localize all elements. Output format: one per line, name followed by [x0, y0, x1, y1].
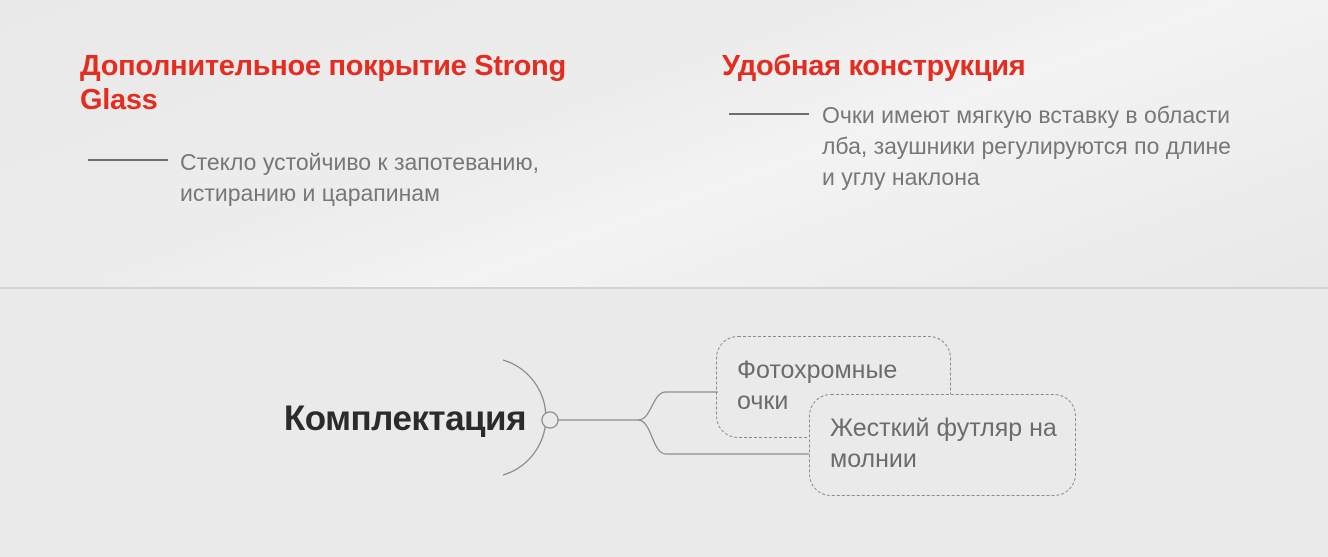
section-divider — [0, 287, 1328, 289]
kit-title: Комплектация — [283, 399, 527, 438]
kit-branch-upper — [637, 391, 718, 421]
feature-dash-coating — [88, 159, 168, 161]
kit-connector-lines — [502, 359, 810, 476]
feature-description-coating: Стекло устойчиво к запотеванию, истирани… — [180, 149, 540, 206]
kit-item-label: Фотохромные очки — [737, 356, 898, 415]
kit-item-label: Жесткий футляр на молнии — [830, 414, 1057, 473]
kit-branch-lower — [637, 419, 810, 455]
feature-dash-design — [729, 113, 809, 115]
kit-item-photochromic-glasses: Фотохромные очки — [716, 336, 951, 438]
feature-description-design: Очки имеют мягкую вставку в области лба,… — [822, 102, 1231, 190]
kit-section — [0, 289, 1328, 557]
kit-node-circle — [541, 411, 559, 429]
feature-title-design: Удобная конструкция — [722, 50, 1026, 82]
features-section — [0, 0, 1328, 288]
kit-item-hard-case: Жесткий футляр на молнии — [809, 394, 1076, 496]
feature-title-coating: Дополнительное покрытие Strong Glass — [80, 50, 566, 116]
